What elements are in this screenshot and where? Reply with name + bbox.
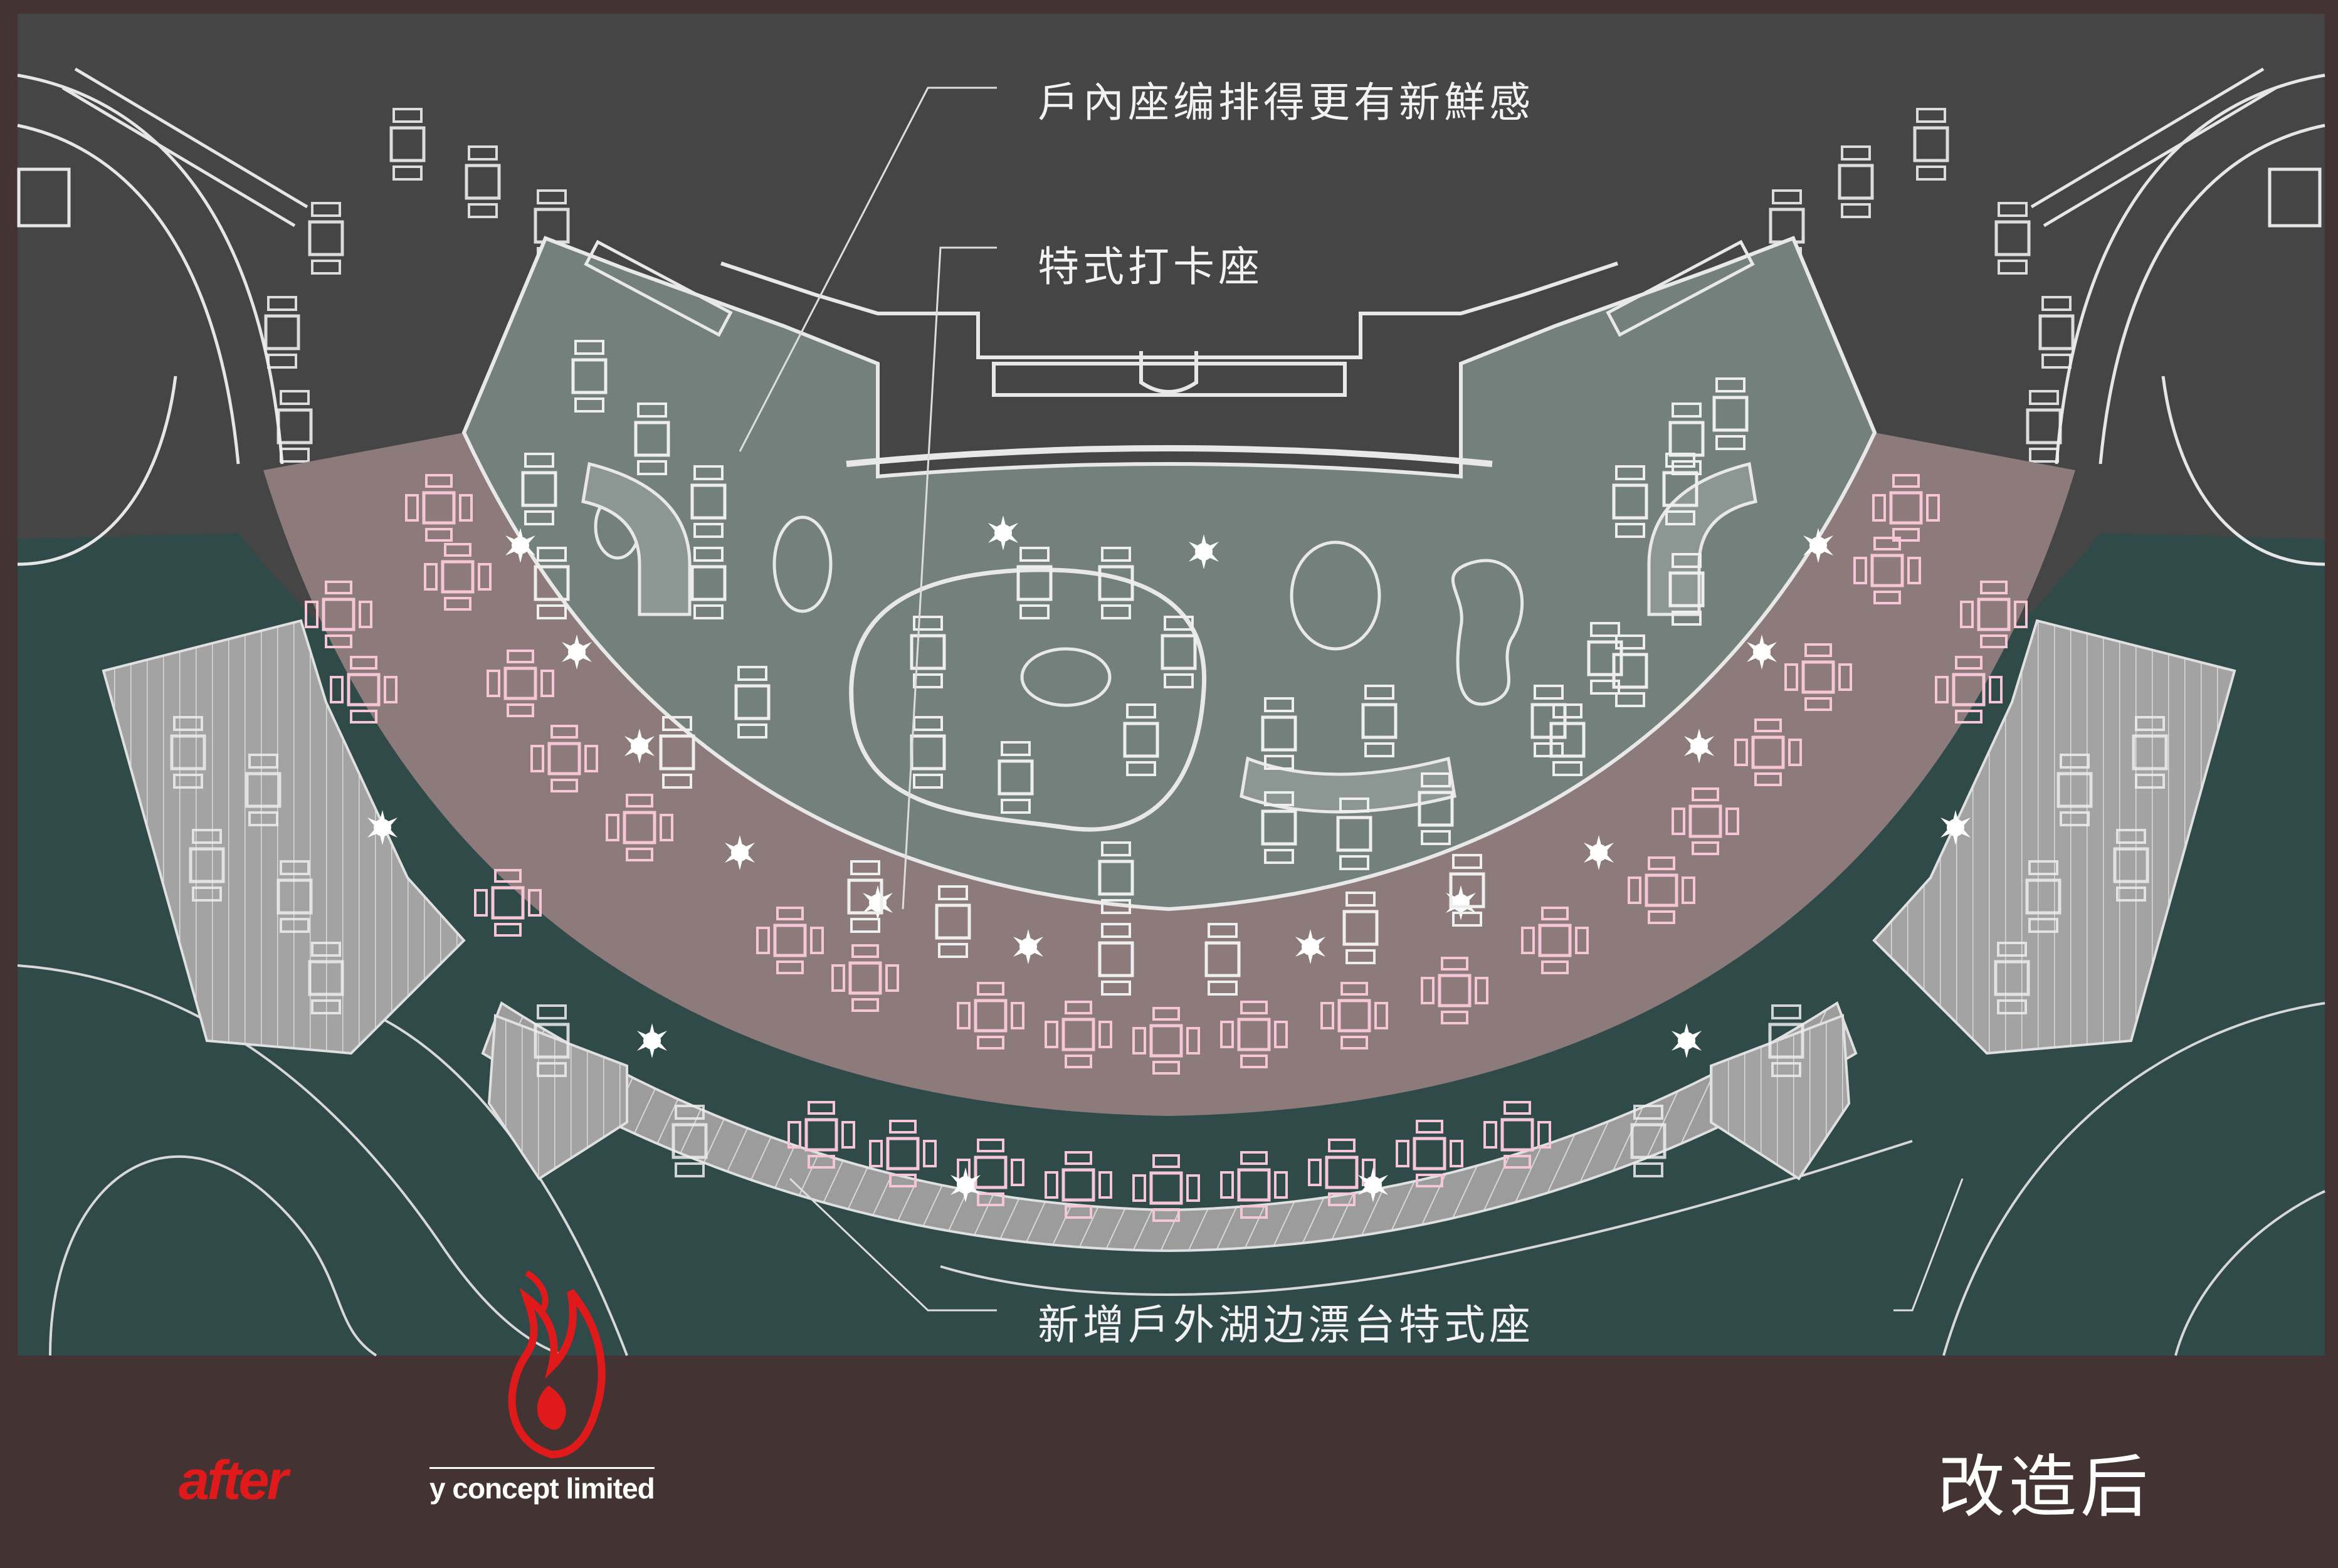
kitchen-block xyxy=(720,261,1618,467)
footer-bar: after y concept limited 改造后 xyxy=(0,1270,2338,1565)
callout-special-seat: 特式打卡座 xyxy=(1038,243,1263,291)
callout-indoor-seating: 戶內座编排得更有新鮮感 xyxy=(1038,78,1534,127)
indoor-features xyxy=(581,239,1757,832)
indoor-floor xyxy=(461,236,1877,912)
after-label: after xyxy=(179,1449,288,1511)
left-stair xyxy=(17,67,308,566)
company-name: y concept limited xyxy=(429,1467,655,1505)
flame-logo-icon xyxy=(508,1270,606,1459)
callout-lines xyxy=(739,87,1964,1312)
terrace-ring xyxy=(263,433,2075,1116)
callout-outdoor-lakeside: 新增戶外湖边漂台特式座 xyxy=(1038,1301,1534,1349)
after-caption: 改造后 xyxy=(1937,1448,2152,1527)
lake-area xyxy=(18,533,2325,1355)
